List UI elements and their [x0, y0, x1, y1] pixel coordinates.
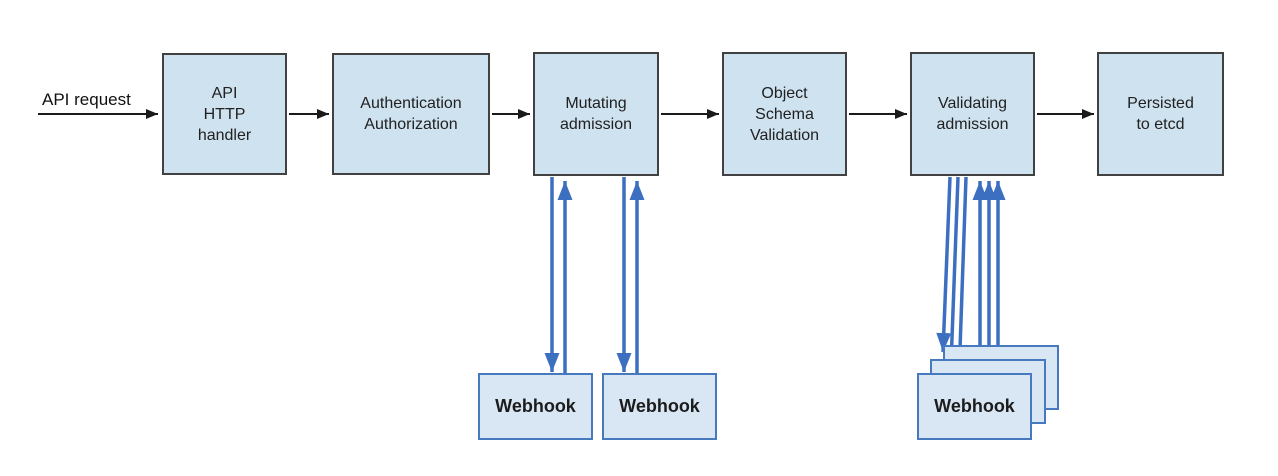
flow-node-mutating-admission: Mutating admission	[533, 52, 659, 176]
validating-webhook-down-arrow-2	[944, 176, 960, 366]
validating-webhook-down-arrow-1	[936, 176, 952, 353]
flow-node-persisted-to-etcd: Persisted to etcd	[1097, 52, 1224, 176]
api-request-label: API request	[42, 90, 131, 109]
webhook-node-mutating-2: Webhook	[602, 373, 717, 440]
flow-node-object-schema-validation: Object Schema Validation	[722, 52, 847, 176]
webhook-node-validating-front: Webhook	[917, 373, 1032, 440]
webhook-node-mutating-1: Webhook	[478, 373, 593, 440]
flow-node-api-http-handler: API HTTP handler	[162, 53, 287, 175]
flow-node-authentication-authorization: Authentication Authorization	[332, 53, 490, 175]
flow-node-validating-admission: Validating admission	[910, 52, 1035, 176]
